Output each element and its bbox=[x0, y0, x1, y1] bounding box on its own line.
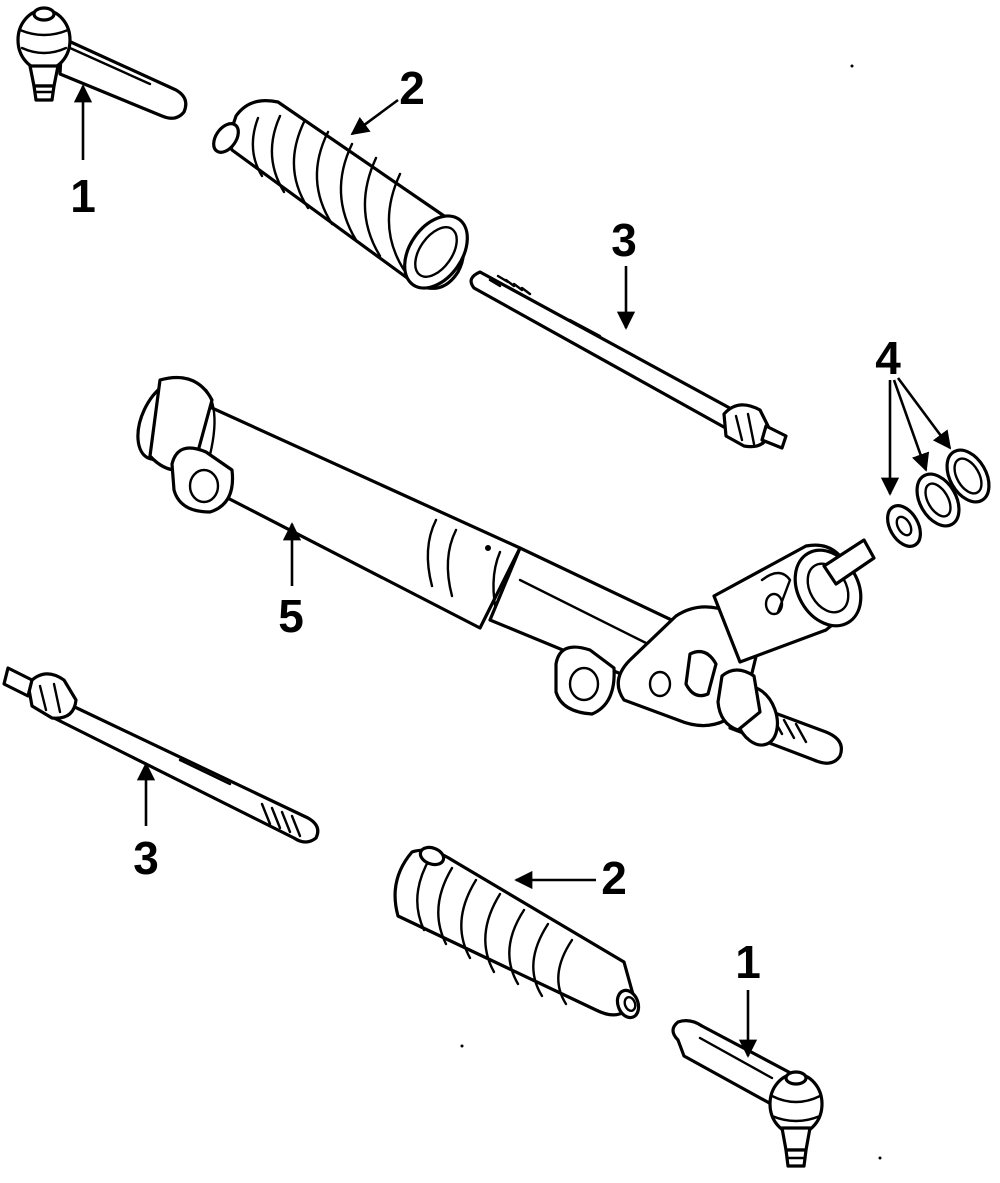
callout-label: 3 bbox=[133, 832, 159, 884]
callout-label: 3 bbox=[611, 214, 637, 266]
inner-tie-rod-left bbox=[2, 666, 320, 844]
callout-3-right: 3 bbox=[611, 214, 637, 330]
callout-label: 1 bbox=[70, 170, 96, 222]
rack-boot-top bbox=[212, 99, 469, 290]
outer-tie-rod-end-top bbox=[16, 6, 188, 120]
callout-1-bottom: 1 bbox=[735, 936, 761, 1058]
callout-label: 1 bbox=[735, 936, 761, 988]
inner-tie-rod-right bbox=[469, 270, 788, 450]
callout-label: 5 bbox=[278, 590, 304, 642]
callout-label: 4 bbox=[875, 332, 901, 384]
callout-4: 4 bbox=[875, 332, 952, 496]
outer-tie-rod-end-bottom bbox=[671, 1019, 824, 1168]
callout-2-bottom: 2 bbox=[514, 852, 627, 904]
callout-label: 2 bbox=[399, 62, 425, 114]
callout-3-left: 3 bbox=[133, 762, 159, 884]
callout-label: 2 bbox=[601, 852, 627, 904]
seal-kit bbox=[886, 448, 991, 548]
callout-5: 5 bbox=[278, 522, 304, 642]
callout-1-top: 1 bbox=[70, 84, 96, 222]
rack-boot-bottom bbox=[393, 845, 641, 1020]
callout-2-top: 2 bbox=[350, 62, 425, 136]
rack-and-pinion-assembly bbox=[136, 375, 876, 765]
